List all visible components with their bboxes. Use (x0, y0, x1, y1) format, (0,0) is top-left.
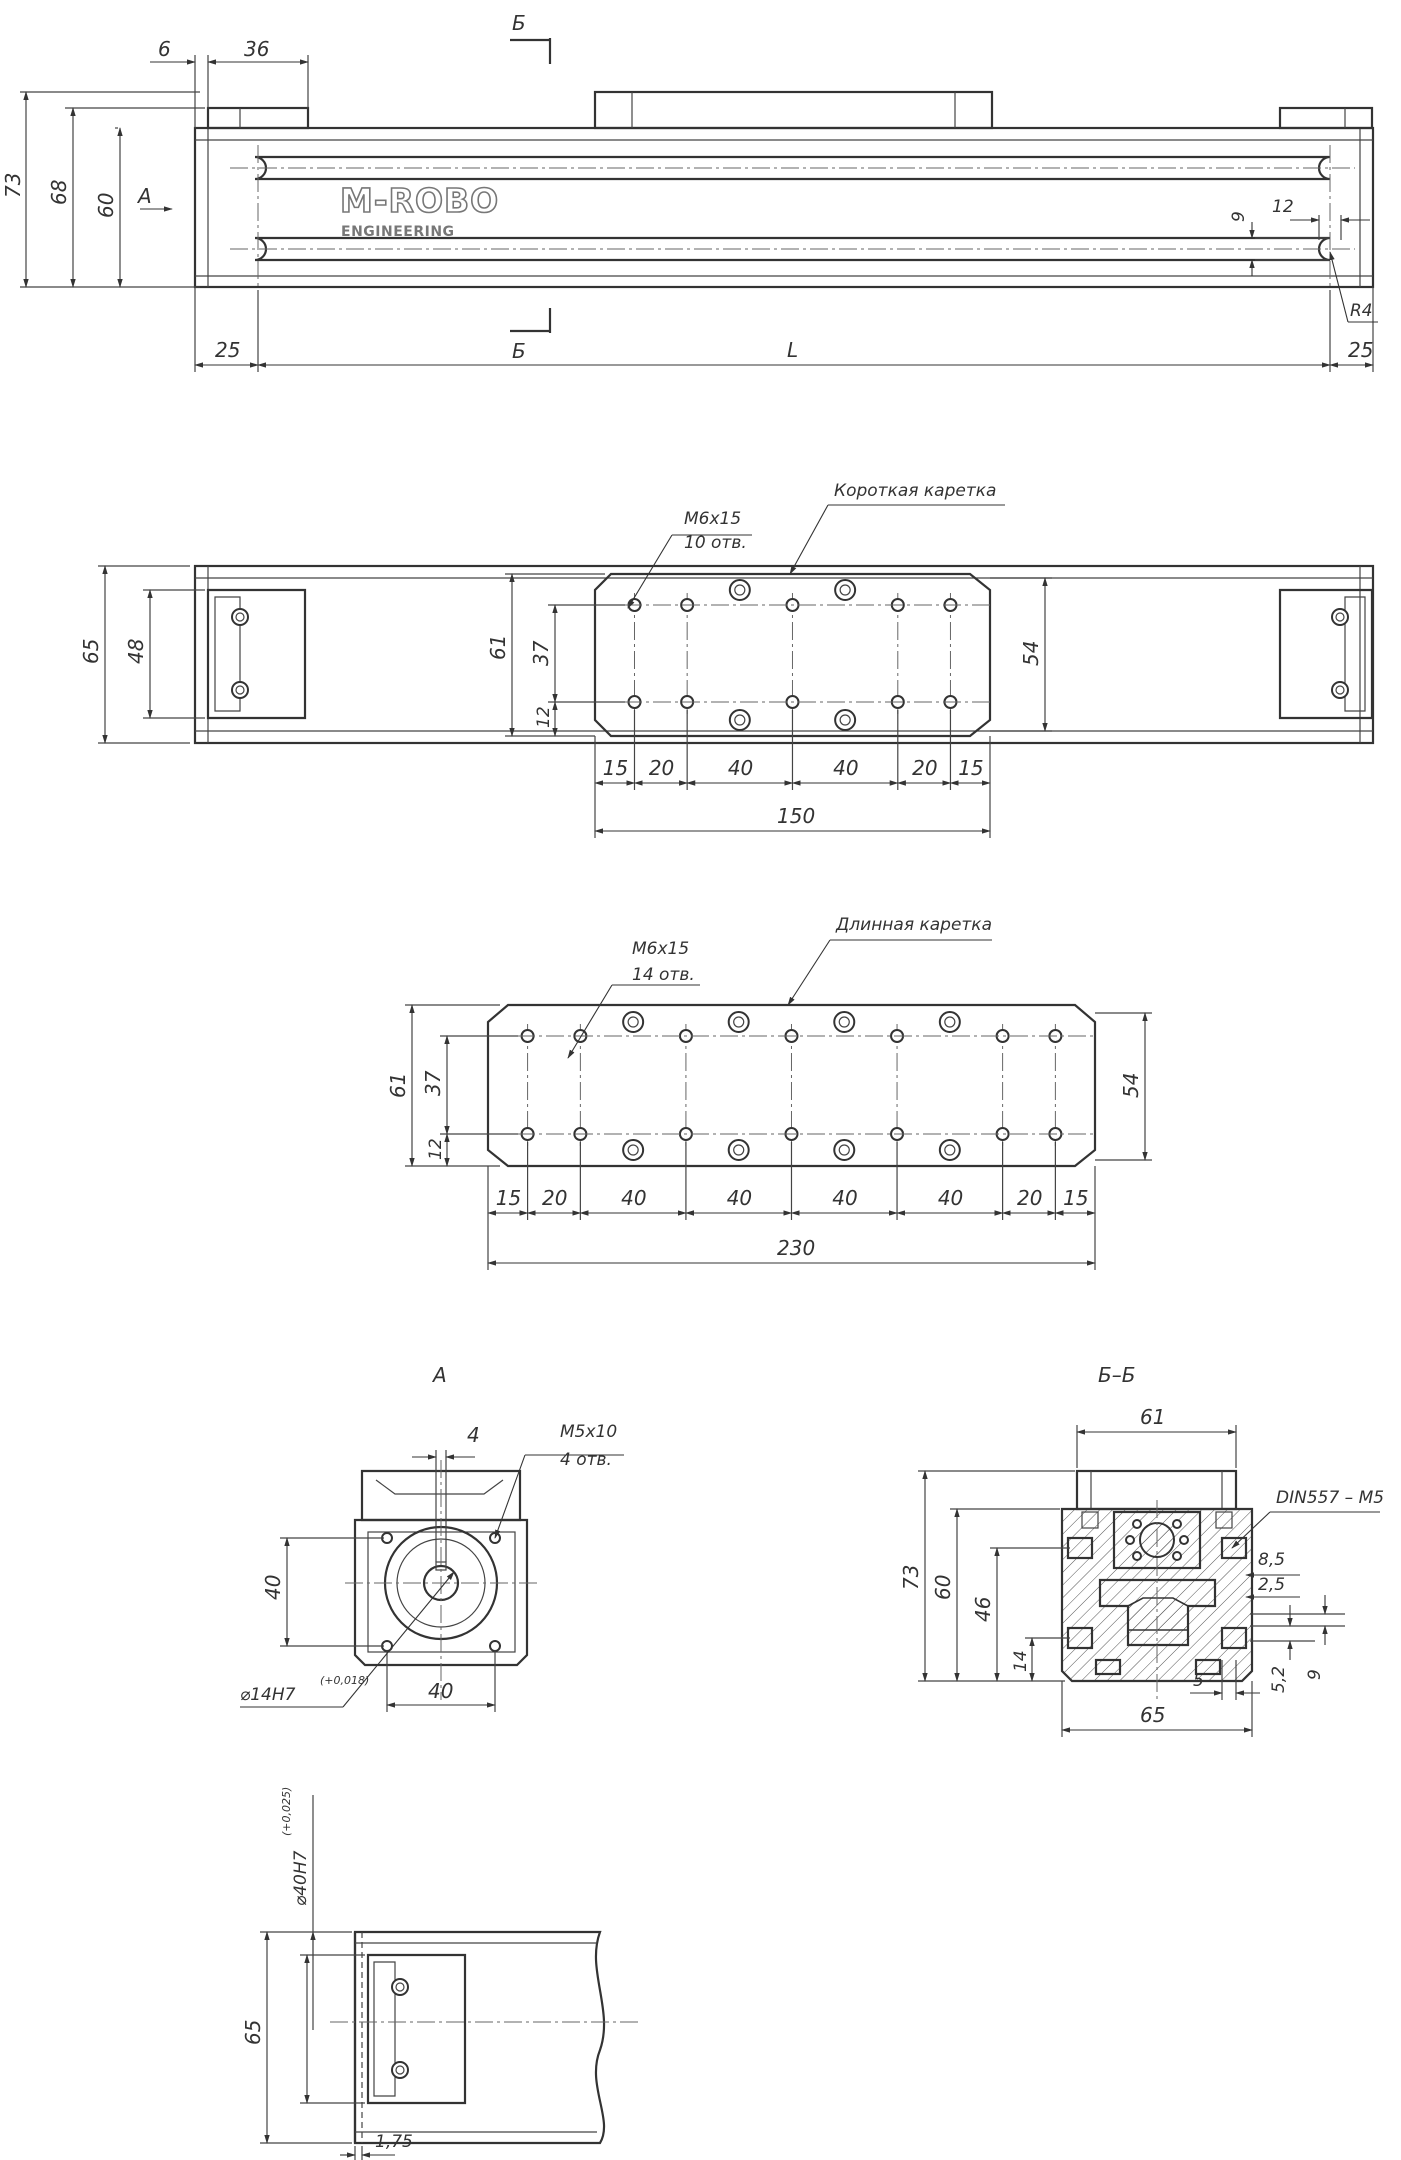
section-bb-title: Б–Б (1098, 1363, 1135, 1387)
counterbore-hole (727, 1139, 750, 1161)
dim-65: 65 (1140, 1703, 1165, 1727)
dim-65: 65 (241, 2020, 265, 2045)
thread-label: M6x15 (684, 509, 741, 529)
holes-label: 4 отв. (560, 1450, 612, 1470)
dim-60: 60 (931, 1575, 955, 1600)
section-mark-bottom: Б (512, 339, 526, 363)
chain-dim: 15 (958, 756, 983, 780)
thread-label: M6x15 (632, 939, 689, 959)
logo-sub: ENGINEERING (341, 224, 455, 240)
counterbore-hole (727, 1011, 750, 1033)
counterbore-hole (938, 1011, 961, 1033)
dim-25-right: 25 (1348, 338, 1373, 362)
dim-230: 230 (777, 1236, 815, 1260)
counterbore-hole (938, 1139, 961, 1161)
view-a-title: А (431, 1363, 447, 1387)
shaft-tolerance: (+0,018) (320, 1674, 369, 1687)
dim-12: 12 (534, 706, 554, 728)
counterbore-hole (728, 709, 751, 731)
view-a: А 4 M5x10 4 отв. 40 40 (240, 1363, 624, 1712)
dim-9: 9 (1305, 1669, 1325, 1680)
chain-dim: 20 (1017, 1186, 1042, 1210)
dim-73: 73 (1, 173, 25, 198)
dim-5: 5 (1193, 1671, 1204, 1691)
dim-37: 37 (529, 640, 553, 666)
dim-54: 54 (1019, 641, 1043, 666)
view-long-carriage: 61 37 12 54 15 20 40 40 40 40 20 15 230 M6x15 1… (386, 915, 1152, 1270)
rail-standard: DIN557 – M5 (1276, 1488, 1384, 1508)
chain-dim: 20 (649, 756, 674, 780)
section-bb: Б–Б 61 73 60 46 (899, 1363, 1384, 1737)
dim-5-2: 5,2 (1269, 1666, 1289, 1693)
holes-label: 10 отв. (684, 533, 747, 553)
dim-150: 150 (777, 804, 815, 828)
view-short-carriage: 65 48 61 37 12 54 15 20 40 40 20 15 150 M6x15… (79, 481, 1375, 838)
chain-dim: 40 (832, 1186, 857, 1210)
chain-dim: 40 (833, 756, 858, 780)
counterbore-hole (622, 1139, 645, 1161)
dim-73: 73 (899, 1565, 923, 1590)
dim-48: 48 (124, 639, 148, 664)
bore-fit: ⌀40H7 (291, 1850, 311, 1906)
dim-54: 54 (1119, 1073, 1143, 1098)
dim-8-5: 8,5 (1258, 1550, 1285, 1570)
dim-25-left: 25 (215, 338, 240, 362)
section-mark-top: Б (512, 11, 526, 35)
dim-40-vertical: 40 (261, 1575, 285, 1600)
dim-12: 12 (426, 1138, 446, 1160)
dim-36: 36 (244, 37, 269, 61)
dim-61: 61 (486, 635, 510, 660)
chain-dim: 20 (542, 1186, 567, 1210)
counterbore-hole (833, 1011, 856, 1033)
chain-dim: 40 (621, 1186, 646, 1210)
counterbore-hole (834, 579, 857, 601)
dim-1-75: 1,75 (375, 2132, 413, 2152)
holes-label: 14 отв. (632, 965, 695, 985)
bore-tolerance: (+0,025) (280, 1787, 293, 1836)
chain-dim: 40 (727, 1186, 752, 1210)
short-carriage-title: Короткая каретка (834, 481, 996, 501)
view-end-bore: ⌀40H7 (+0,025) 65 1,75 (241, 1787, 640, 2160)
long-carriage-title: Длинная каретка (835, 915, 992, 935)
counterbore-hole (834, 709, 857, 731)
dim-14: 14 (1011, 1650, 1031, 1672)
dim-R4: R4 (1350, 301, 1373, 321)
chain-dim: 40 (728, 756, 753, 780)
dim-L: L (787, 338, 798, 362)
dim-6: 6 (158, 37, 171, 61)
chain-dim: 40 (938, 1186, 963, 1210)
view-mark-a: А (136, 184, 152, 208)
chain-dim: 15 (603, 756, 628, 780)
dim-2-5: 2,5 (1258, 1575, 1285, 1595)
dim-61: 61 (1140, 1405, 1165, 1429)
chain-dim: 20 (912, 756, 937, 780)
counterbore-hole (833, 1139, 856, 1161)
dim-60: 60 (94, 193, 118, 218)
chain-dim: 15 (496, 1186, 521, 1210)
dim-65: 65 (79, 639, 103, 664)
dim-68: 68 (47, 180, 71, 205)
logo-brand: M-ROBO (340, 181, 499, 220)
shaft-fit: ⌀14H7 (240, 1685, 296, 1705)
dim-40-horizontal: 40 (428, 1679, 453, 1703)
counterbore-hole (728, 579, 751, 601)
dim-9: 9 (1229, 211, 1249, 222)
dim-37: 37 (421, 1070, 445, 1096)
dim-12: 12 (1272, 197, 1294, 217)
counterbore-hole (622, 1011, 645, 1033)
thread-label: M5x10 (560, 1422, 617, 1442)
view-side: M-ROBO ENGINEERING Б Б А 73 68 60 6 36 (1, 11, 1378, 372)
dim-46: 46 (971, 1597, 995, 1622)
chain-dim: 15 (1063, 1186, 1088, 1210)
dim-61: 61 (386, 1073, 410, 1098)
dim-4: 4 (467, 1423, 480, 1447)
